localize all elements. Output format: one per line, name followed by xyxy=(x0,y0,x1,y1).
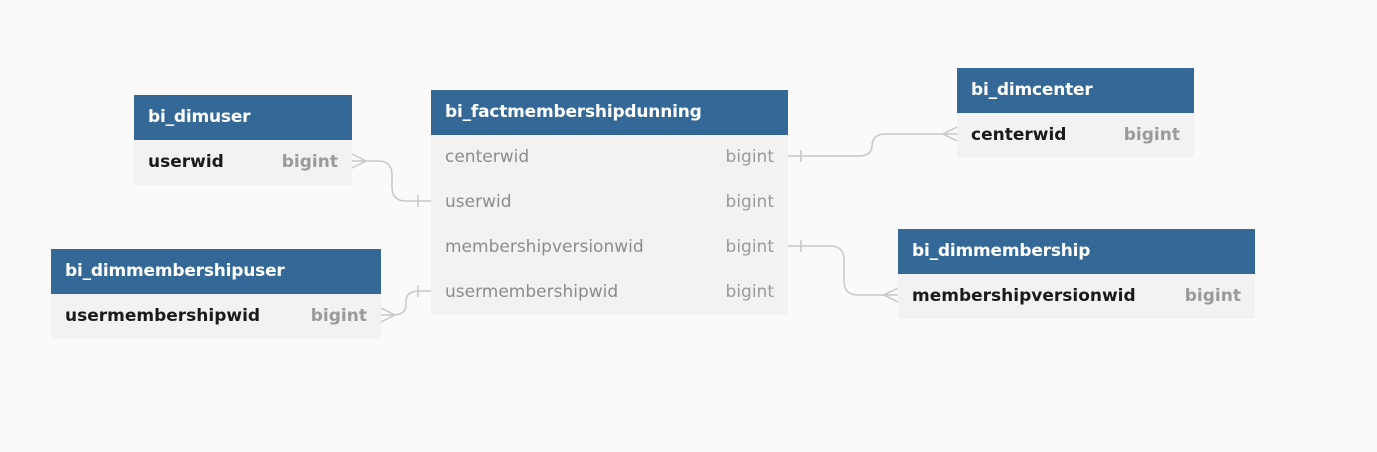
field-name: membershipversionwid xyxy=(445,237,644,257)
relation-dimuser-fact[interactable] xyxy=(351,153,431,207)
field-row-usermembershipwid[interactable]: usermembershipwid bigint xyxy=(431,270,788,315)
field-row-usermembershipwid[interactable]: usermembershipwid bigint xyxy=(51,294,381,339)
table-bi-dimmembershipuser[interactable]: bi_dimmembershipuser usermembershipwid b… xyxy=(51,249,381,339)
field-type: bigint xyxy=(281,152,338,172)
field-type: bigint xyxy=(1184,286,1241,306)
field-row-membershipversionwid[interactable]: membershipversionwid bigint xyxy=(431,225,788,270)
table-header[interactable]: bi_factmembershipdunning xyxy=(431,90,788,135)
field-name: centerwid xyxy=(445,147,530,167)
field-name: userwid xyxy=(445,192,512,212)
field-name: usermembershipwid xyxy=(65,306,261,326)
table-bi-dimuser[interactable]: bi_dimuser userwid bigint xyxy=(134,95,352,185)
field-row-userwid[interactable]: userwid bigint xyxy=(134,140,352,185)
crowfoot-many-icon xyxy=(380,307,397,323)
table-bi-factmembershipdunning[interactable]: bi_factmembershipdunning centerwid bigin… xyxy=(431,90,788,315)
field-type: bigint xyxy=(1123,125,1180,145)
field-row-centerwid[interactable]: centerwid bigint xyxy=(431,135,788,180)
field-name: membershipversionwid xyxy=(912,286,1136,306)
table-header[interactable]: bi_dimmembership xyxy=(898,229,1255,274)
field-type: bigint xyxy=(310,306,367,326)
crowfoot-many-icon xyxy=(351,153,368,169)
crowfoot-many-icon xyxy=(882,287,899,303)
table-header[interactable]: bi_dimuser xyxy=(134,95,352,140)
relation-dimmembershipuser-fact[interactable] xyxy=(380,285,431,323)
crowfoot-many-icon xyxy=(941,126,958,142)
relation-fact-dimmembership[interactable] xyxy=(788,240,899,303)
field-row-membershipversionwid[interactable]: membershipversionwid bigint xyxy=(898,274,1255,319)
field-row-userwid[interactable]: userwid bigint xyxy=(431,180,788,225)
table-header[interactable]: bi_dimmembershipuser xyxy=(51,249,381,294)
field-row-centerwid[interactable]: centerwid bigint xyxy=(957,113,1194,158)
table-bi-dimmembership[interactable]: bi_dimmembership membershipversionwid bi… xyxy=(898,229,1255,319)
field-type: bigint xyxy=(725,192,774,212)
table-bi-dimcenter[interactable]: bi_dimcenter centerwid bigint xyxy=(957,68,1194,158)
field-name: usermembershipwid xyxy=(445,282,619,302)
field-name: centerwid xyxy=(971,125,1067,145)
relation-fact-dimcenter[interactable] xyxy=(788,126,958,162)
table-header[interactable]: bi_dimcenter xyxy=(957,68,1194,113)
field-type: bigint xyxy=(725,237,774,257)
field-type: bigint xyxy=(725,147,774,167)
field-name: userwid xyxy=(148,152,224,172)
field-type: bigint xyxy=(725,282,774,302)
